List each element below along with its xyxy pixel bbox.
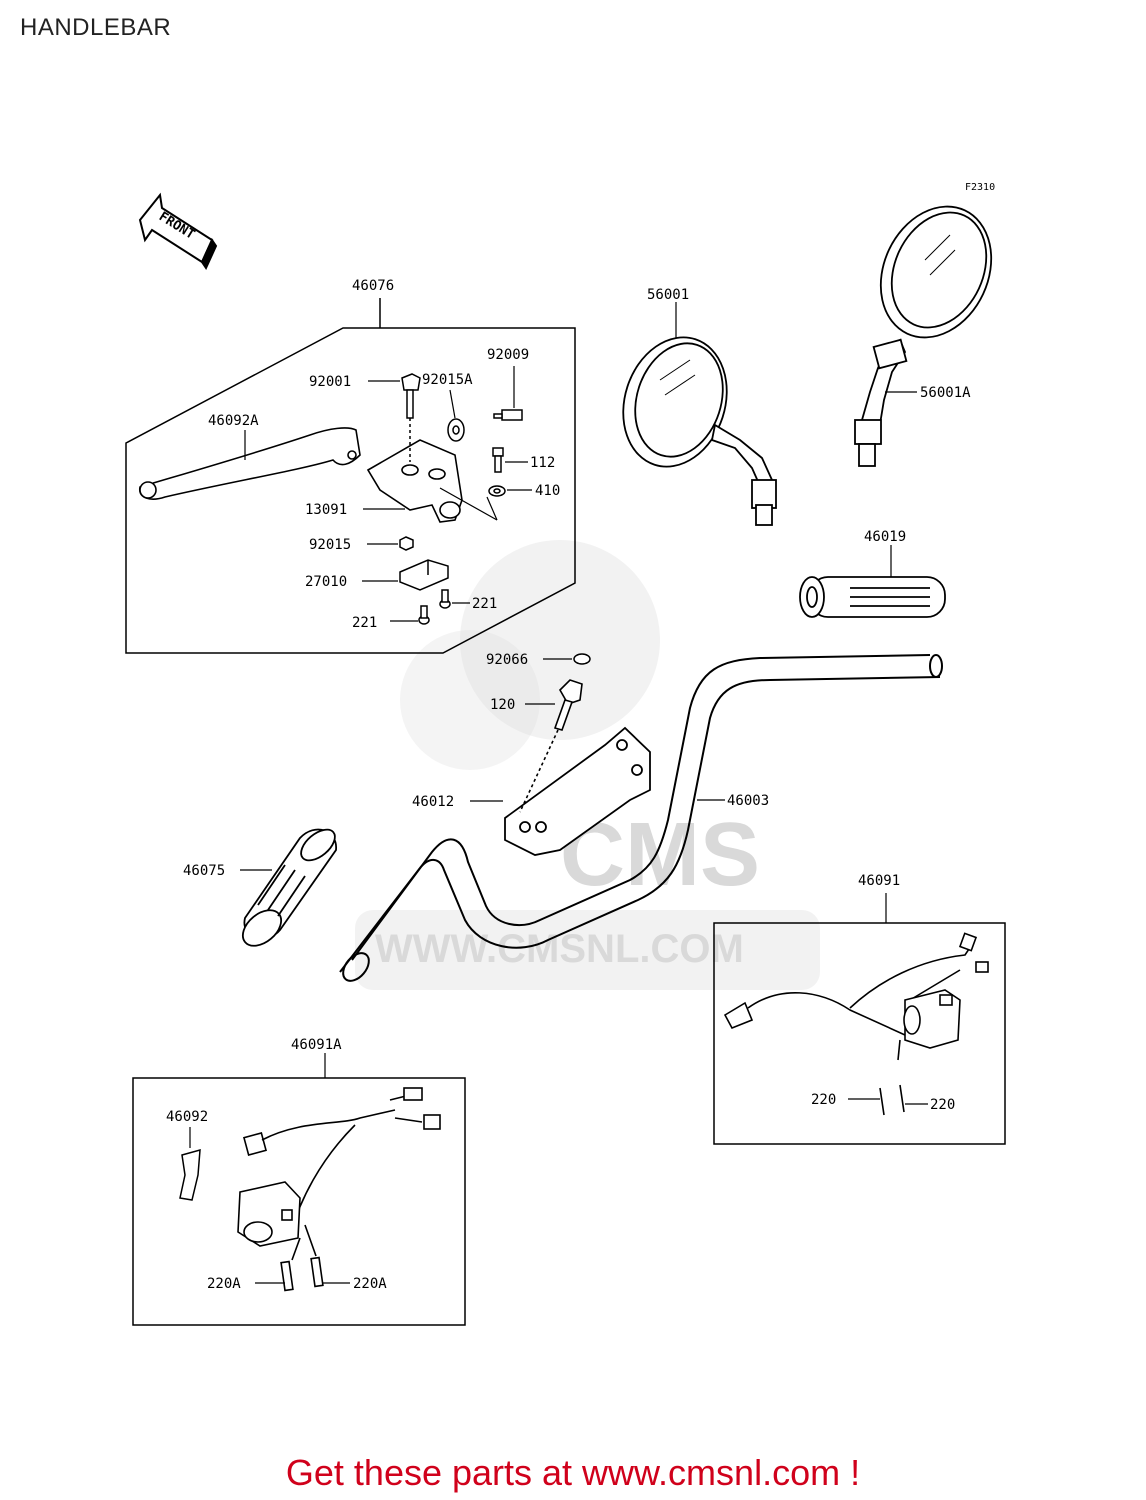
switch-left-box [132,1077,466,1326]
cap-92066 [573,653,591,665]
grip-left [241,828,337,947]
label-220A-a: 220A [207,1276,241,1292]
nut-92015A [447,418,465,442]
handlebar-holder [504,726,651,856]
label-220-a: 220 [811,1092,836,1108]
front-arrow-icon: FRONT [138,192,218,271]
footer-link[interactable]: Get these parts at www.cmsnl.com ! [285,1452,861,1493]
label-220A-b: 220A [353,1276,387,1292]
label-221-a: 221 [352,615,377,631]
label-46003: 46003 [727,793,769,809]
label-56001A: 56001A [920,385,971,401]
watermark-url: WWW.CMSNL.COM [375,927,744,971]
switch-right-box [713,922,1006,1145]
label-92009: 92009 [487,347,529,363]
label-56001: 56001 [647,287,689,303]
label-221-b: 221 [472,596,497,612]
pivot-bolt [401,373,421,462]
label-46092: 46092 [166,1109,208,1125]
label-46019: 46019 [864,529,906,545]
cover-46092 [179,1148,201,1201]
watermark: CMS WWW.CMSNL.COM [355,540,820,990]
label-46091: 46091 [858,873,900,889]
label-13091: 13091 [305,502,347,518]
mirror-right [854,205,993,467]
handlebar-46003 [339,654,943,982]
label-92001: 92001 [309,374,351,390]
label-410: 410 [535,483,560,499]
screw-92009 [493,409,523,421]
switch-right [723,932,989,1116]
label-46012: 46012 [412,794,454,810]
brake-switch [399,559,449,591]
label-92015: 92015 [309,537,351,553]
lever-assembly-box [125,298,576,654]
label-92066: 92066 [486,652,528,668]
label-112: 112 [530,455,555,471]
grip-right [799,576,946,618]
label-46076: 46076 [352,278,394,294]
bolt-120 [519,679,583,813]
label-46092A: 46092A [208,413,259,429]
label-46075: 46075 [183,863,225,879]
switch-left [237,1087,441,1292]
page-title: HANDLEBAR [20,14,172,41]
label-46091A: 46091A [291,1037,342,1053]
nut-92015 [399,536,414,551]
washer-410 [488,485,506,497]
lever-bracket [366,439,463,523]
label-120: 120 [490,697,515,713]
label-27010: 27010 [305,574,347,590]
brake-lever [139,427,361,500]
bolt-112 [492,447,504,473]
screw-221 [418,589,451,625]
figure-code: F2310 [965,182,995,193]
label-220-b: 220 [930,1097,955,1113]
label-92015A: 92015A [422,372,473,388]
mirror-left [622,336,777,526]
